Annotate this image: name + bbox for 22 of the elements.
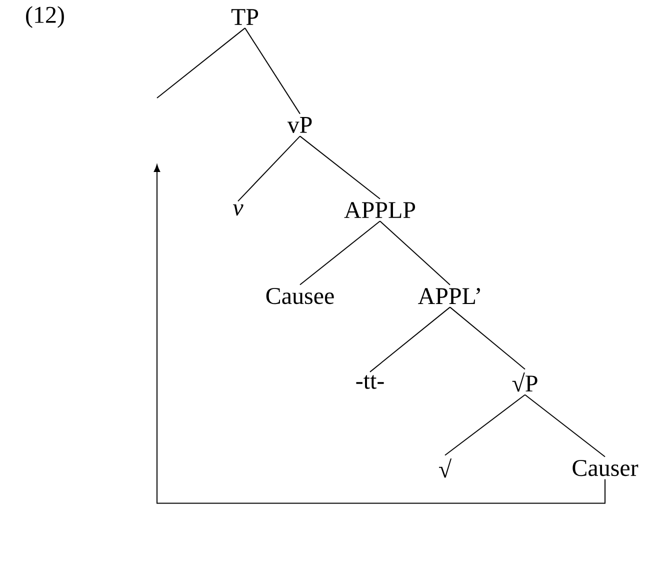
tree-label: Causer bbox=[572, 460, 638, 476]
tree-label: -tt- bbox=[356, 375, 384, 389]
tree-label: √ bbox=[439, 458, 452, 478]
tree-branch bbox=[370, 306, 450, 372]
tree-branch bbox=[524, 394, 606, 458]
example-number: (12) bbox=[26, 6, 64, 28]
tree-label: APPLP bbox=[344, 202, 416, 218]
tree-branch bbox=[244, 28, 300, 114]
tree-branch bbox=[450, 306, 526, 370]
tree-branch bbox=[380, 220, 450, 286]
tree-branch bbox=[156, 28, 246, 98]
movement-arrow bbox=[154, 164, 606, 504]
tree-label: APPL’ bbox=[418, 288, 480, 304]
tree-label: Causee bbox=[266, 288, 334, 304]
tree-label: √P bbox=[512, 372, 538, 392]
tree-branch bbox=[300, 220, 380, 286]
tree-label: TP bbox=[231, 9, 258, 25]
tree-branch bbox=[444, 394, 526, 456]
tree-branch bbox=[300, 136, 380, 200]
tree-branch bbox=[238, 136, 300, 202]
tree-label: vP bbox=[287, 117, 312, 133]
tree-label: v bbox=[233, 204, 244, 216]
